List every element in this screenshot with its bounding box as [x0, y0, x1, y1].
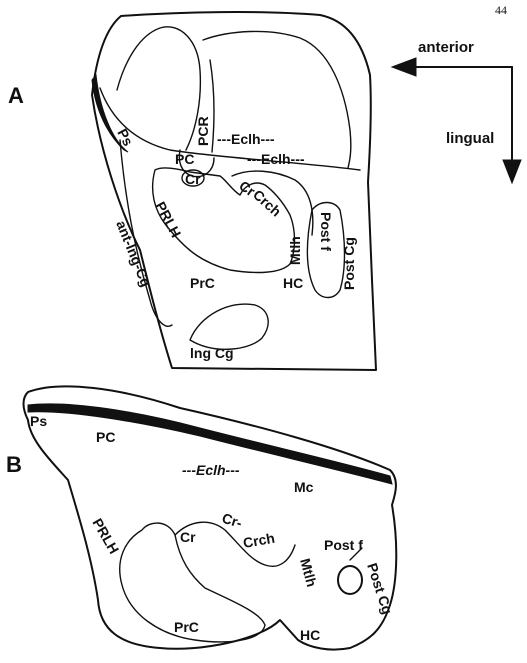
panel-a-letter: A	[8, 83, 24, 108]
panel-a-label-hc: HC	[283, 275, 303, 291]
anterior-label: anterior	[418, 39, 474, 56]
panel-b: B Ps PC ---Eclh--- Mc PRLH Cr Cr- Crch M…	[6, 386, 396, 649]
lingual-label: lingual	[446, 130, 494, 147]
panel-b-label-pc: PC	[96, 429, 115, 445]
panel-a-label-mtlh: Mtlh	[287, 236, 303, 265]
panel-a-label-ps: Ps	[114, 126, 136, 149]
panel-a-occlusal-outline	[100, 88, 360, 170]
panel-a-label-crch: Crch	[250, 186, 284, 219]
panel-b-label-eclh: ---Eclh---	[182, 462, 240, 478]
panel-a-pcr-lobe	[203, 31, 351, 168]
anterior-arrow-head	[392, 58, 416, 76]
panel-a-label-ant-lng-cg: ant-lng-Cg	[113, 218, 154, 289]
panel-b-post-f-ring	[338, 566, 362, 594]
orientation-arrows: anterior lingual	[392, 39, 521, 183]
lingual-arrow-head	[503, 160, 521, 183]
panel-a-lng-cg-basin	[190, 304, 268, 349]
panel-a-label-pcr: PCR	[195, 116, 211, 146]
page-number: 44	[495, 3, 507, 17]
panel-b-label-ps: Ps	[30, 413, 47, 429]
panel-a-label-cr: Cr	[185, 171, 201, 187]
panel-b-label-post-cg: Post Cg	[364, 561, 396, 616]
panel-b-label-post-f: Post f	[324, 537, 363, 553]
panel-b-label-mtlh: Mtlh	[297, 557, 320, 589]
panel-a-label-post-cg: Post Cg	[341, 237, 357, 290]
panel-a-label-prc: PrC	[190, 275, 215, 291]
panel-a-label-pc: PC	[175, 151, 194, 167]
panel-a-label-eclh-top: ---Eclh---	[217, 131, 275, 147]
panel-b-label-prc: PrC	[174, 619, 199, 635]
panel-b-label-cr-dash: Cr-	[220, 510, 244, 532]
panel-a-label-eclh-mid: ---Eclh---	[247, 151, 305, 167]
panel-b-letter: B	[6, 452, 22, 477]
panel-a-label-post-f: Post f	[318, 212, 334, 251]
panel-b-outline	[24, 386, 397, 649]
panel-b-label-mc: Mc	[294, 479, 314, 495]
panel-b-label-cr: Cr	[180, 529, 196, 545]
panel-b-label-crch: Crch	[242, 530, 276, 551]
panel-a-label-prlh: PRLH	[152, 199, 184, 240]
panel-a: A Ps PCR ---Eclh--- PC ---Eclh--- Cr	[8, 12, 376, 370]
panel-b-label-hc: HC	[300, 627, 320, 643]
panel-a-label-lng-cg: lng Cg	[190, 345, 234, 361]
panel-b-label-prlh: PRLH	[89, 516, 122, 557]
